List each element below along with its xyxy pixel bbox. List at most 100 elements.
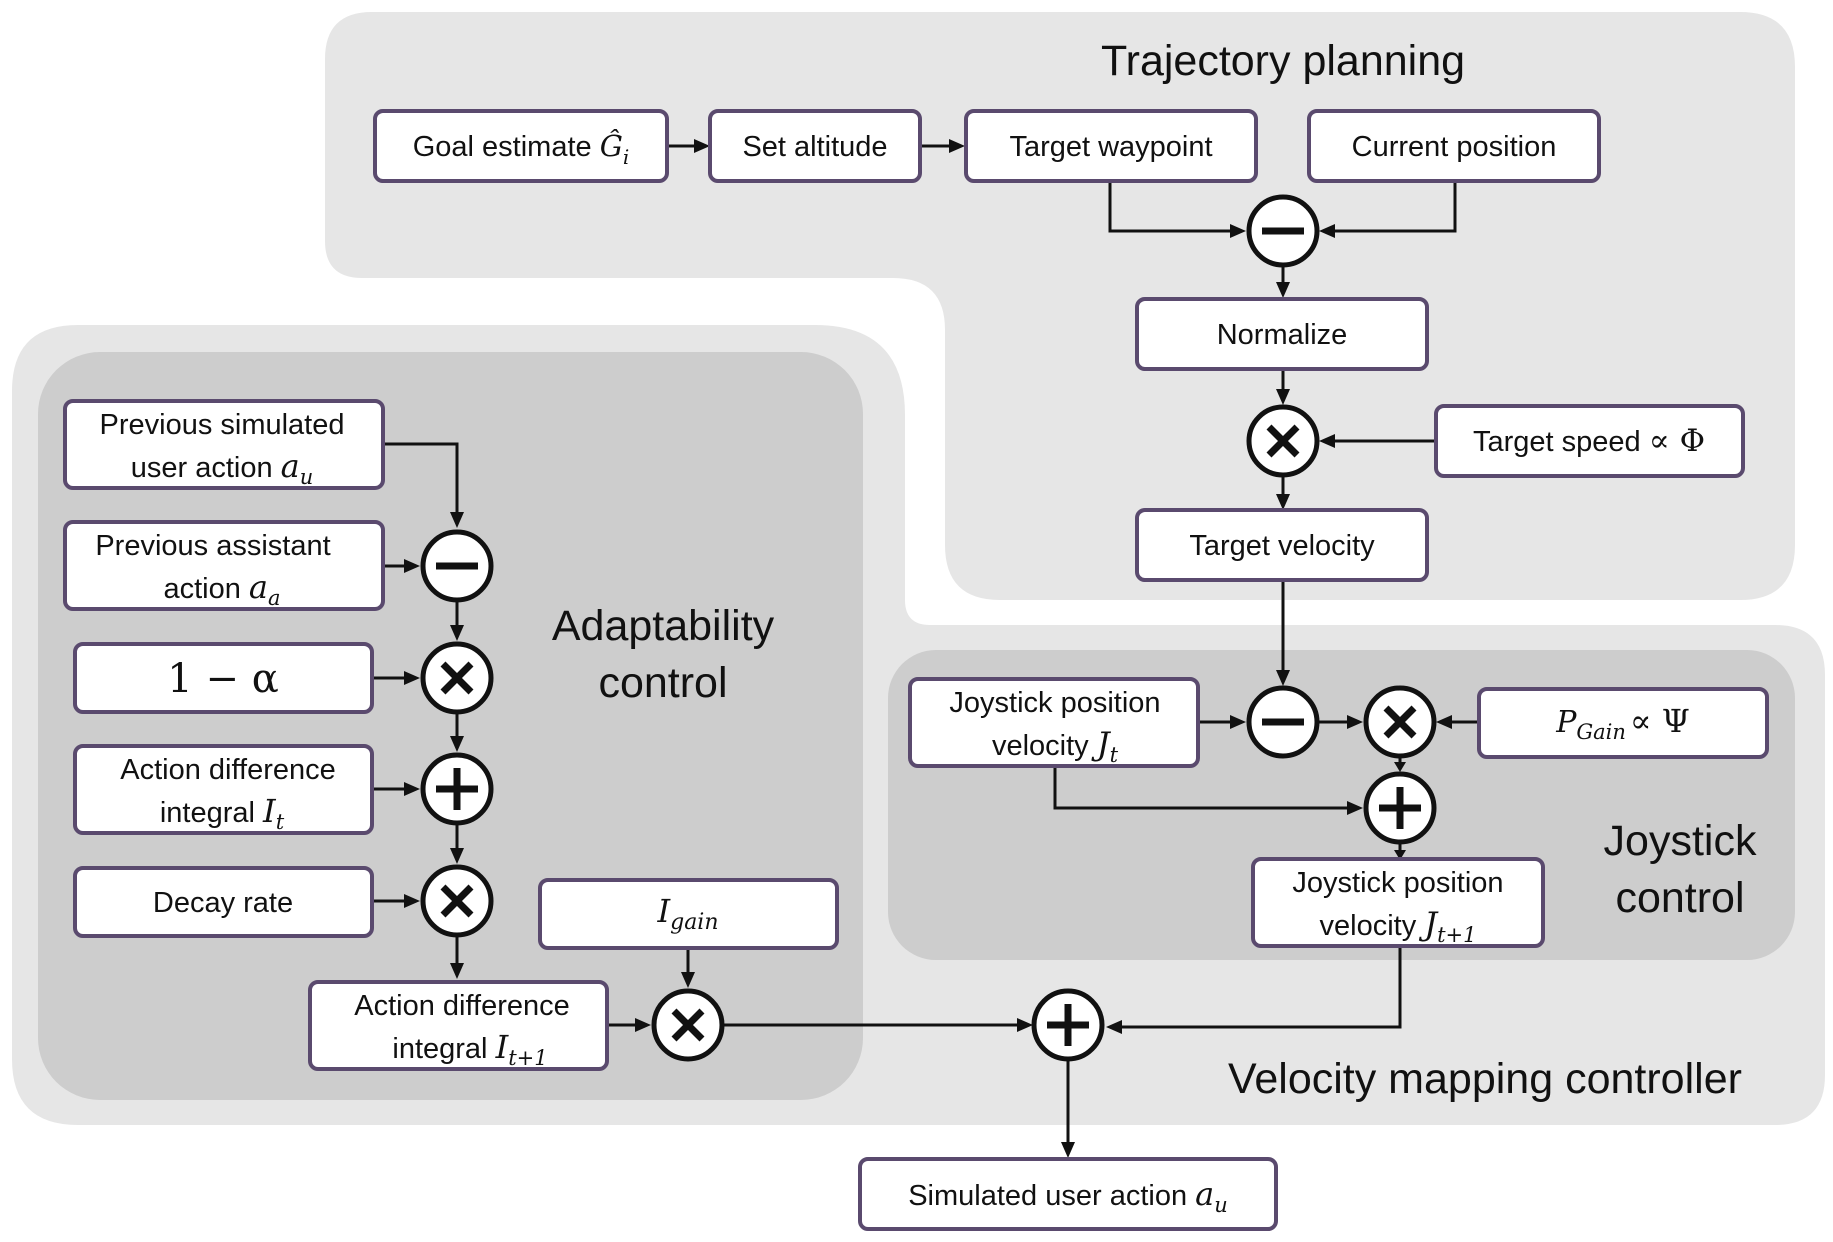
arrowhead	[681, 972, 695, 988]
svg-text:integral It: integral It	[160, 792, 285, 834]
arrowhead	[1061, 1142, 1075, 1158]
prev-sim-line1: Previous simulated	[100, 409, 345, 441]
arrowhead	[450, 625, 464, 641]
output-label: Simulated user action	[908, 1180, 1187, 1212]
p-gain-node: PGain ∝ Ψ	[1477, 687, 1769, 759]
add-operator	[1031, 988, 1105, 1062]
joyt1-subscript: t+1	[1437, 923, 1476, 947]
joystick-position-velocity-t-node: Joystick position velocity Jt	[908, 677, 1200, 768]
integral-t1-line2: integral	[392, 1033, 487, 1065]
adaptability-title-line2: control	[598, 659, 727, 707]
prev-assist-line1: Previous assistant	[95, 530, 330, 562]
svg-text:PGain ∝ Ψ: PGain ∝ Ψ	[1555, 702, 1690, 744]
normalize-label: Normalize	[1217, 319, 1348, 351]
adaptability-title-line1: Adaptability	[552, 602, 775, 650]
svg-text:Simulated user action au: Simulated user action au	[908, 1175, 1228, 1217]
edge-joyt1-to-final-plus	[1122, 947, 1402, 1029]
edge-joyt-to-plus	[1053, 768, 1347, 810]
arrowhead	[1017, 1018, 1033, 1032]
arrowhead	[404, 671, 420, 685]
target-speed-node: Target speed ∝ Φ	[1434, 404, 1745, 478]
p-gain-rest: ∝ Ψ	[1630, 702, 1690, 740]
velocity-mapping-title: Velocity mapping controller	[1228, 1055, 1742, 1103]
arrowhead	[450, 963, 464, 979]
multiply-operator	[420, 641, 494, 715]
p-gain-subscript: Gain	[1576, 720, 1626, 744]
arrowhead	[1230, 715, 1246, 729]
multiply-operator	[1246, 404, 1320, 478]
target-waypoint-label: Target waypoint	[1009, 131, 1212, 163]
subtract-operator	[420, 529, 494, 603]
svg-text:velocity Jt: velocity Jt	[992, 725, 1119, 767]
current-position-label: Current position	[1352, 131, 1557, 163]
edge-waypoint-to-minus	[1108, 181, 1230, 233]
multiply-operator	[1363, 685, 1437, 759]
arrowhead	[1436, 715, 1452, 729]
arrowhead	[1276, 670, 1290, 686]
set-altitude-label: Set altitude	[742, 131, 887, 163]
multiply-operator	[420, 864, 494, 938]
previous-assistant-action-node: Previous assistant action aa	[63, 520, 385, 611]
arrowhead	[1319, 224, 1335, 238]
normalize-node: Normalize	[1135, 297, 1429, 371]
integral-t-line1: Action difference	[120, 754, 336, 786]
svg-text:user action au: user action au	[131, 447, 314, 489]
arrowhead	[404, 559, 420, 573]
one-minus-alpha-node: 1 − α	[73, 642, 374, 714]
svg-text:integral It+1: integral It+1	[392, 1028, 547, 1070]
add-operator	[1363, 771, 1437, 845]
svg-text:Igain: Igain	[656, 892, 718, 935]
svg-text:Target speed ∝ Φ: Target speed ∝ Φ	[1473, 423, 1705, 459]
p-gain-symbol: P	[1555, 705, 1577, 740]
arrowhead	[450, 848, 464, 864]
set-altitude-node: Set altitude	[708, 109, 922, 183]
arrowhead	[1230, 224, 1246, 238]
multiply-operator	[651, 988, 725, 1062]
arrowhead	[1394, 762, 1406, 772]
subtract-operator	[1246, 194, 1320, 268]
goal-estimate-symbol: Ĝ	[600, 128, 623, 163]
joyt-subscript: t	[1110, 743, 1119, 767]
joyt-line1: Joystick position	[949, 687, 1160, 719]
action-difference-integral-t1-node: Action difference integral It+1	[308, 980, 609, 1071]
joystick-title-line1: Joystick	[1604, 817, 1757, 865]
arrowhead	[1347, 715, 1363, 729]
i-gain-subscript: gain	[670, 910, 718, 935]
action-difference-integral-t-node: Action difference integral It	[73, 744, 374, 835]
integral-t1-subscript: t+1	[508, 1046, 547, 1070]
arrowhead	[1394, 850, 1406, 860]
trajectory-planning-title: Trajectory planning	[1101, 37, 1465, 85]
edge-prevsim-to-minus	[384, 442, 459, 512]
arrowhead	[1319, 434, 1335, 448]
goal-estimate-node: Goal estimate Ĝi	[373, 109, 669, 183]
arrowhead	[1106, 1020, 1122, 1034]
joyt-line2: velocity	[992, 730, 1089, 762]
target-velocity-label: Target velocity	[1189, 530, 1375, 562]
current-position-node: Current position	[1307, 109, 1601, 183]
integral-t1-line1: Action difference	[354, 990, 570, 1022]
arrowhead	[1347, 801, 1363, 815]
prev-sim-symbol: a	[281, 447, 300, 485]
target-speed-symbol: ∝ Φ	[1649, 423, 1705, 459]
arrowhead	[1276, 389, 1290, 405]
prev-assist-subscript: a	[268, 586, 281, 610]
joyt1-line1: Joystick position	[1292, 867, 1503, 899]
target-velocity-node: Target velocity	[1135, 508, 1429, 582]
joyt1-symbol: J	[1418, 905, 1439, 943]
arrowhead	[450, 512, 464, 528]
arrowhead	[949, 139, 965, 153]
integral-t-subscript: t	[276, 810, 285, 834]
arrowhead	[694, 139, 710, 153]
joystick-position-velocity-t1-node: Joystick position velocity Jt+1	[1251, 857, 1545, 948]
arrowhead	[404, 894, 420, 908]
integral-t-line2: integral	[160, 797, 255, 829]
add-operator	[420, 752, 494, 826]
joyt-symbol: J	[1091, 725, 1112, 763]
integral-t1-symbol: I	[495, 1028, 510, 1066]
joyt1-line2: velocity	[1320, 910, 1417, 942]
svg-text:Goal estimate Ĝi: Goal estimate Ĝi	[413, 128, 630, 169]
i-gain-node: Igain	[538, 878, 839, 950]
previous-simulated-user-action-node: Previous simulated user action au	[63, 399, 385, 490]
one-minus-alpha-label: 1 − α	[167, 656, 278, 702]
